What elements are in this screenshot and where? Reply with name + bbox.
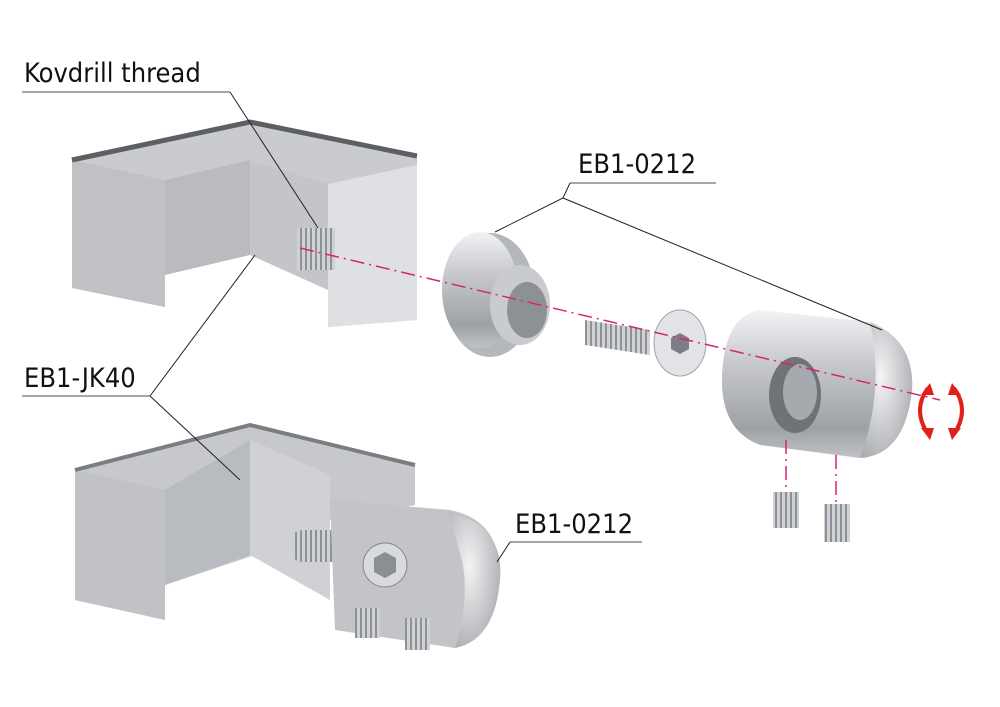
set-screw bbox=[824, 504, 850, 542]
adapter-washer bbox=[442, 232, 550, 357]
label-eb1-jk40: EB1-JK40 bbox=[24, 363, 136, 394]
cylindrical-connector bbox=[721, 310, 913, 542]
assembly-axis bbox=[299, 247, 941, 401]
label-kovdrill-thread: Kovdrill thread bbox=[24, 58, 201, 89]
label-eb1-0212-top: EB1-0212 bbox=[578, 149, 696, 180]
lower-channel-profile bbox=[74, 422, 501, 650]
countersunk-screw bbox=[585, 309, 707, 377]
upper-channel-profile bbox=[71, 119, 418, 327]
label-eb1-0212-bottom: EB1-0212 bbox=[515, 509, 633, 540]
set-screw-axis bbox=[785, 440, 837, 505]
set-screw bbox=[773, 492, 799, 528]
rotate-arrows-icon bbox=[918, 383, 964, 440]
